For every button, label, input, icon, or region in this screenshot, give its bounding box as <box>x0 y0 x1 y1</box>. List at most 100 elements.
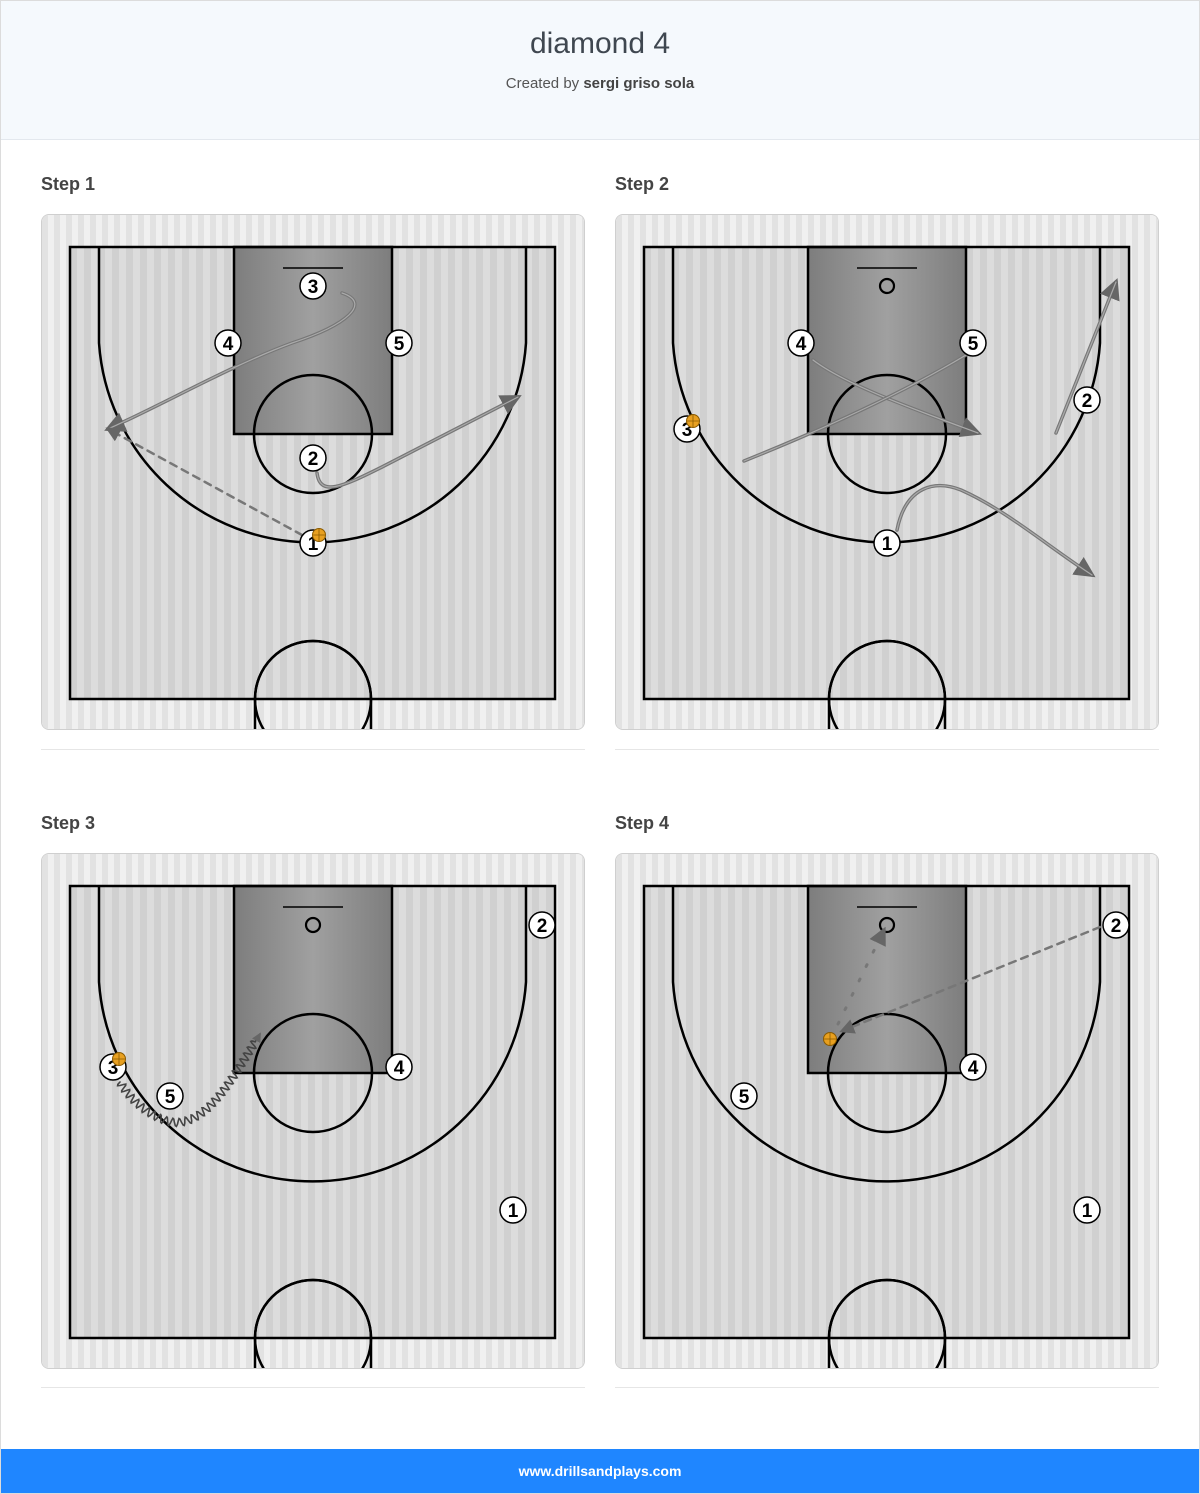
player-circle <box>1073 386 1101 414</box>
player-2: 2 <box>528 911 556 939</box>
player-1: 1 <box>1073 1196 1101 1224</box>
player-circle <box>385 1053 413 1081</box>
paint-area <box>232 884 394 1075</box>
player-circle <box>299 444 327 472</box>
step-4-panel: Step 4 2 4 5 1 <box>615 813 1159 1369</box>
center-circle-full <box>827 639 947 729</box>
court-diagram: 4 5 3 2 1 <box>615 214 1159 730</box>
player-2: 2 <box>1073 386 1101 414</box>
player-number: 5 <box>739 1087 750 1108</box>
player-circle <box>787 329 815 357</box>
player-5: 5 <box>156 1082 184 1110</box>
player-circle <box>499 1196 527 1224</box>
shot-line <box>836 926 886 1026</box>
player-number: 3 <box>682 420 693 441</box>
player-number: 2 <box>1111 916 1122 937</box>
actions <box>116 1032 261 1128</box>
cut-arrow-highlight <box>896 485 1093 576</box>
player-circle <box>528 911 556 939</box>
pass-arrow <box>105 427 304 537</box>
player-1: 1 <box>873 529 901 557</box>
footer: www.drillsandplays.com <box>1 1449 1199 1493</box>
player-3: 3 <box>299 272 327 300</box>
step-title: Step 2 <box>615 174 670 194</box>
player-4: 4 <box>214 329 242 357</box>
court-svg: 4 5 3 2 1 <box>616 215 1158 729</box>
center-circle-full <box>253 1278 373 1368</box>
court-svg: 2 4 5 1 <box>616 854 1158 1368</box>
ball-icon <box>686 414 700 428</box>
player-5: 5 <box>385 329 413 357</box>
free-throw-circle <box>826 373 948 495</box>
step-title: Step 1 <box>41 174 96 194</box>
ball-icon <box>312 528 326 542</box>
court-lines <box>642 884 1131 1368</box>
cut-arrow-highlight <box>316 396 519 488</box>
free-throw-circle <box>826 1012 948 1134</box>
hoop <box>878 277 896 295</box>
player-5: 5 <box>730 1082 758 1110</box>
player-circle <box>156 1082 184 1110</box>
author-name: sergi griso sola <box>583 75 695 92</box>
cut-arrow-highlight <box>107 292 356 430</box>
player-1: 1 <box>499 1196 527 1224</box>
player-circle <box>299 272 327 300</box>
player-circle <box>1102 911 1130 939</box>
court-diagram: 2 3 5 4 1 <box>41 853 585 1369</box>
court-boundary <box>68 884 557 1340</box>
player-circle <box>959 1053 987 1081</box>
free-throw-circle <box>252 373 374 495</box>
player-4: 4 <box>787 329 815 357</box>
header: diamond 4 Created by sergi griso sola <box>1 1 1199 140</box>
actions <box>836 925 1102 1034</box>
dribble-arrow <box>116 1032 261 1128</box>
hoop <box>304 916 322 934</box>
player-number: 3 <box>108 1058 119 1079</box>
player-number: 4 <box>796 334 807 355</box>
hoop <box>878 916 896 934</box>
created-by-label: Created by <box>505 75 580 92</box>
step-title: Step 4 <box>615 813 670 833</box>
center-circle-full <box>827 1278 947 1368</box>
player-2: 2 <box>299 444 327 472</box>
player-4: 4 <box>385 1053 413 1081</box>
player-number: 3 <box>308 277 319 298</box>
player-2: 2 <box>1102 911 1130 939</box>
actions <box>742 278 1120 578</box>
player-number: 1 <box>882 534 893 555</box>
player-number: 2 <box>308 449 319 470</box>
divider <box>41 749 585 750</box>
page-subtitle: Created by sergi griso sola <box>1 75 1199 92</box>
court-boundary <box>642 245 1131 701</box>
player-number: 5 <box>394 334 405 355</box>
step-title: Step 3 <box>41 813 96 833</box>
ball-seams <box>687 415 699 427</box>
free-throw-circle <box>252 1012 374 1134</box>
player-circle <box>730 1082 758 1110</box>
player-number: 1 <box>1082 1201 1093 1222</box>
ball-seams <box>313 529 325 541</box>
divider <box>615 749 1159 750</box>
player-number: 4 <box>968 1058 979 1079</box>
screen-line-highlight <box>743 354 967 462</box>
player-circle <box>1073 1196 1101 1224</box>
player-number: 5 <box>968 334 979 355</box>
three-point-line <box>671 886 1102 1183</box>
player-4: 4 <box>959 1053 987 1081</box>
ball-icon <box>112 1052 126 1066</box>
player-number: 1 <box>508 1201 519 1222</box>
footer-url[interactable]: www.drillsandplays.com <box>518 1463 682 1479</box>
player-circle <box>959 329 987 357</box>
player-number: 2 <box>1082 391 1093 412</box>
paint-area <box>806 245 968 436</box>
player-5: 5 <box>959 329 987 357</box>
player-circle <box>214 329 242 357</box>
divider <box>41 1387 585 1388</box>
ball-icon <box>823 1032 837 1046</box>
step-3-panel: Step 3 2 3 5 4 1 <box>41 813 585 1369</box>
page-title: diamond 4 <box>529 27 671 60</box>
player-number: 4 <box>223 334 234 355</box>
player-number: 4 <box>394 1058 405 1079</box>
